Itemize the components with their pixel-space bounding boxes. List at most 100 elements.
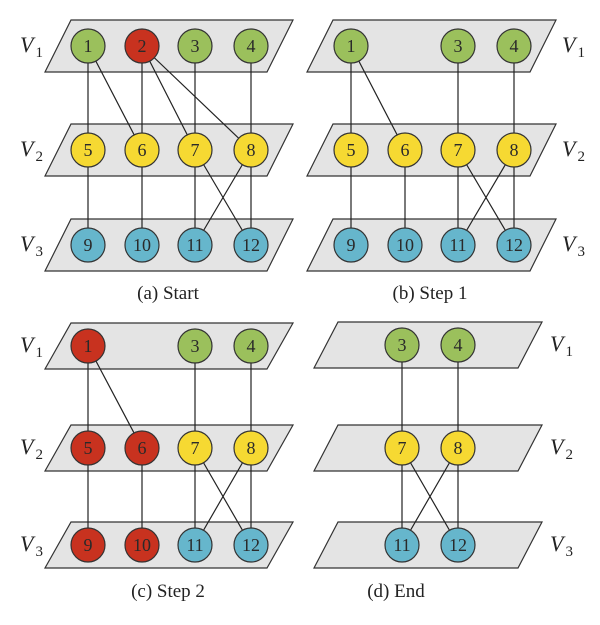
node-label: 8 <box>247 140 256 160</box>
node-label: 3 <box>398 335 407 355</box>
node-circle <box>233 328 269 364</box>
node-11: 11 <box>384 527 420 563</box>
node-circle <box>333 227 369 263</box>
node-label: 12 <box>242 535 260 555</box>
node-7: 7 <box>440 132 476 168</box>
node-circle <box>70 28 106 64</box>
layer-plane-v1 <box>306 19 557 73</box>
node-4: 4 <box>233 328 269 364</box>
node-9: 9 <box>70 527 106 563</box>
node-label: 9 <box>347 235 356 255</box>
node-label: 1 <box>84 36 93 56</box>
node-label: 12 <box>242 235 260 255</box>
node-label: 10 <box>133 235 151 255</box>
layer-plane-v2 <box>313 424 543 472</box>
node-2: 2 <box>124 28 160 64</box>
layer-plane-v1 <box>44 19 294 73</box>
panel-caption: (c) Step 2 <box>131 581 205 602</box>
layer-plane-v2 <box>43 424 295 472</box>
node-label: 4 <box>454 335 463 355</box>
node-circle <box>496 28 532 64</box>
node-7: 7 <box>177 430 213 466</box>
node-6: 6 <box>387 132 423 168</box>
node-label: 6 <box>138 140 147 160</box>
node-circle <box>384 527 420 563</box>
node-label: 1 <box>347 36 356 56</box>
node-label: 3 <box>191 36 200 56</box>
edge-8-11 <box>194 149 252 246</box>
node-circle <box>387 132 423 168</box>
node-6: 6 <box>124 132 160 168</box>
edge-1-6 <box>350 45 406 151</box>
node-11: 11 <box>177 227 213 263</box>
node-label: 3 <box>454 36 463 56</box>
node-4: 4 <box>233 28 269 64</box>
node-12: 12 <box>440 527 476 563</box>
node-10: 10 <box>387 227 423 263</box>
node-circle <box>233 132 269 168</box>
node-label: 7 <box>191 140 200 160</box>
layer-plane-v3 <box>44 218 294 272</box>
layer-plane-v1 <box>43 322 295 370</box>
node-circle <box>387 227 423 263</box>
node-label: 4 <box>247 36 256 56</box>
node-5: 5 <box>333 132 369 168</box>
node-circle <box>496 227 532 263</box>
edge-2-7 <box>141 45 196 151</box>
node-circle <box>177 28 213 64</box>
node-circle <box>384 430 420 466</box>
panel-caption: (d) End <box>367 581 425 602</box>
node-circle <box>233 430 269 466</box>
node-7: 7 <box>384 430 420 466</box>
node-circle <box>177 527 213 563</box>
node-circle <box>384 327 420 363</box>
node-label: 7 <box>191 438 200 458</box>
node-circle <box>124 28 160 64</box>
node-label: 4 <box>510 36 519 56</box>
node-label: 8 <box>510 140 519 160</box>
node-label: 4 <box>247 336 256 356</box>
node-8: 8 <box>440 430 476 466</box>
node-label: 10 <box>133 535 151 555</box>
node-label: 10 <box>396 235 414 255</box>
edge-1-6 <box>87 345 143 449</box>
node-circle <box>124 527 160 563</box>
edge-8-11 <box>401 447 459 546</box>
node-circle <box>333 132 369 168</box>
node-5: 5 <box>70 132 106 168</box>
node-label: 8 <box>454 438 463 458</box>
node-label: 8 <box>247 438 256 458</box>
node-1: 1 <box>70 328 106 364</box>
node-label: 7 <box>398 438 407 458</box>
node-12: 12 <box>233 527 269 563</box>
node-circle <box>233 227 269 263</box>
node-label: 12 <box>449 535 467 555</box>
node-10: 10 <box>124 227 160 263</box>
node-label: 1 <box>84 336 93 356</box>
node-8: 8 <box>233 132 269 168</box>
node-4: 4 <box>496 28 532 64</box>
layer-plane-v3 <box>306 218 557 272</box>
node-circle <box>440 132 476 168</box>
node-circle <box>177 430 213 466</box>
node-label: 12 <box>505 235 523 255</box>
node-4: 4 <box>440 327 476 363</box>
node-7: 7 <box>177 132 213 168</box>
node-label: 11 <box>186 535 203 555</box>
node-8: 8 <box>233 430 269 466</box>
node-label: 9 <box>84 235 93 255</box>
node-12: 12 <box>233 227 269 263</box>
node-circle <box>70 227 106 263</box>
node-label: 6 <box>138 438 147 458</box>
node-8: 8 <box>496 132 532 168</box>
node-1: 1 <box>333 28 369 64</box>
node-5: 5 <box>70 430 106 466</box>
